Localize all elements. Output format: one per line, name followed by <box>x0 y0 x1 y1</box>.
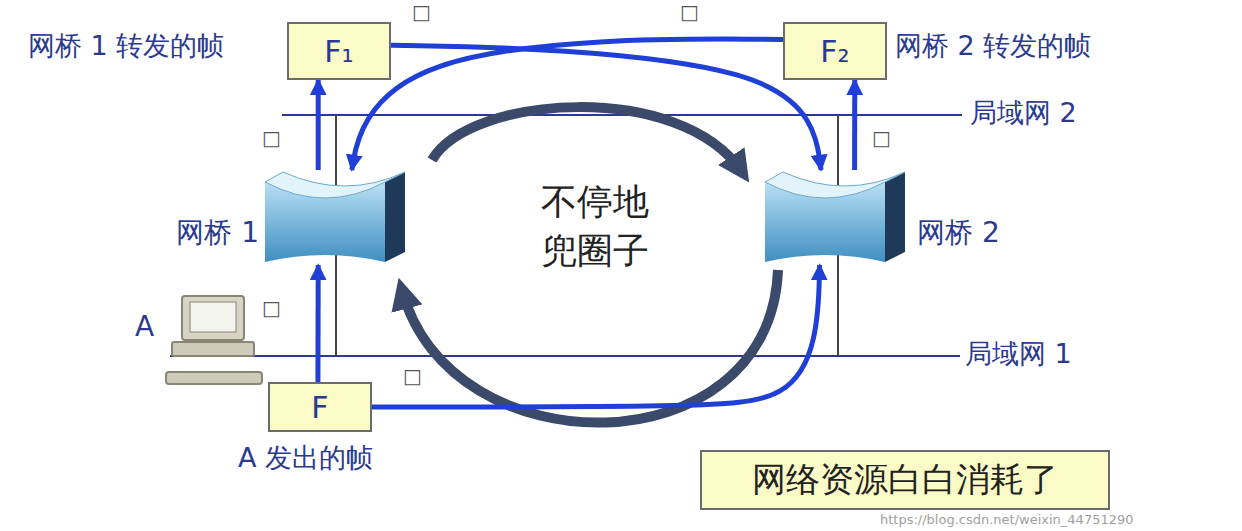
frame-arrow <box>852 80 857 170</box>
frame-caption: 网桥 2 转发的帧 <box>895 28 1091 64</box>
step-mark: □ <box>262 126 281 150</box>
frame-caption: A 发出的帧 <box>238 440 373 476</box>
frame-box: F₁ <box>287 22 391 80</box>
bridge-icon: 网桥 2 <box>765 170 905 265</box>
frame-arrow <box>316 80 321 170</box>
box-text: 网络资源白白消耗了 <box>752 457 1058 503</box>
box-text: F₁ <box>324 34 353 69</box>
computer-icon <box>166 296 262 384</box>
step-mark: □ <box>262 296 281 320</box>
host-label: A <box>135 310 154 343</box>
loop-note: 不停地 兜圈子 <box>525 178 665 275</box>
lan-label: 局域网 1 <box>965 336 1072 372</box>
frame-arrow <box>315 265 320 382</box>
box-text: F₂ <box>820 34 849 69</box>
step-mark: □ <box>872 126 891 150</box>
bridge-label: 网桥 1 <box>176 214 259 252</box>
note-box: 网络资源白白消耗了 <box>700 450 1110 510</box>
frame-arrow <box>372 265 820 407</box>
watermark: https://blog.csdn.net/weixin_44751290 <box>880 512 1134 527</box>
bridge-icon: 网桥 1 <box>265 170 405 265</box>
box-text: F <box>311 390 328 425</box>
step-mark: □ <box>412 0 431 24</box>
frame-box: F <box>268 382 372 432</box>
lan-label: 局域网 2 <box>970 95 1077 131</box>
frame-arrow <box>352 39 783 170</box>
bridge-shape <box>765 170 905 265</box>
bridge-label: 网桥 2 <box>917 214 1000 252</box>
step-mark: □ <box>680 0 699 24</box>
step-mark: □ <box>403 364 422 388</box>
frame-caption: 网桥 1 转发的帧 <box>28 28 224 64</box>
loop-arrow <box>432 107 742 172</box>
loop-arrow <box>402 270 778 423</box>
lan-line <box>170 355 960 357</box>
bridge-shape <box>265 170 405 265</box>
frame-box: F₂ <box>783 22 887 80</box>
